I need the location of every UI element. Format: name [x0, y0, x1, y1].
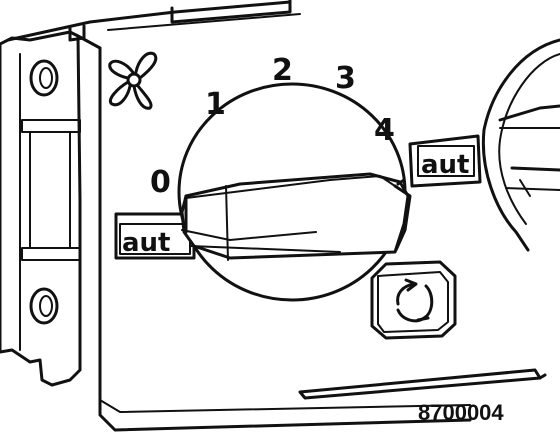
- upper-screw-hole: [29, 59, 59, 97]
- figure-reference-number: 8700004: [418, 400, 504, 425]
- auto-tab-right: aut: [408, 134, 482, 188]
- right-dial-fragment: [481, 38, 560, 252]
- auto-tab-left: aut: [114, 212, 196, 260]
- left-bracket: [0, 30, 102, 402]
- dial-label-3: 3: [335, 61, 356, 96]
- dial-label-0: 0: [150, 165, 171, 200]
- panel-body: [98, 46, 547, 432]
- auto-label-right: aut: [421, 150, 469, 180]
- dial-label-2: 2: [272, 53, 293, 88]
- fan-speed-knob[interactable]: [180, 172, 412, 261]
- top-edge: [6, 0, 301, 42]
- auto-label-left: aut: [122, 228, 170, 258]
- fan-icon: [108, 51, 158, 110]
- dial-label-1: 1: [205, 87, 226, 122]
- lower-screw-hole: [29, 287, 59, 325]
- recirculation-button[interactable]: [370, 260, 457, 340]
- recirculation-icon: [396, 278, 434, 323]
